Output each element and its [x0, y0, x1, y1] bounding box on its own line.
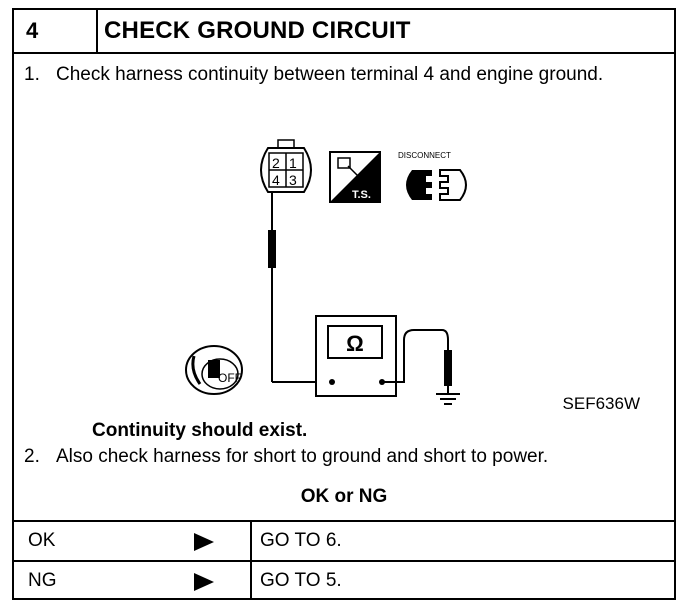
ignition-key-off-icon: OFF: [185, 345, 243, 395]
wiring-diagram: 2 1 4 3 T.S. DISCONNECT: [185, 139, 467, 405]
disconnect-label: DISCONNECT: [398, 151, 451, 160]
harness-connector-icon: 2 1 4 3: [260, 139, 312, 193]
instruction-step-2: 2. Also check harness for short to ground…: [24, 446, 548, 468]
ground-lead: [382, 329, 452, 394]
figure-code: SEF636W: [562, 394, 640, 413]
ohm-symbol: Ω: [346, 331, 364, 356]
result-prompt: OK or NG: [300, 486, 388, 507]
ts-icon: T.S.: [329, 151, 381, 203]
result-condition: OK: [28, 530, 56, 551]
step-title: CHECK GROUND CIRCUIT: [98, 10, 674, 54]
step-1-number: 1.: [24, 64, 40, 85]
terminal-1-label: 1: [289, 155, 297, 171]
disconnect-icon: DISCONNECT: [398, 151, 467, 201]
result-row-ok: OK GO TO 6.: [14, 520, 674, 560]
ts-label: T.S.: [352, 189, 371, 201]
continuity-note: Continuity should exist.: [92, 420, 308, 441]
result-row-ng: NG GO TO 5.: [14, 560, 674, 600]
ignition-off-label: OFF: [218, 371, 242, 385]
terminal-3-label: 3: [289, 172, 297, 188]
arrow-right-icon: [194, 533, 214, 551]
step-2-number: 2.: [24, 446, 40, 467]
instruction-step-1: 1. Check harness continuity between term…: [24, 62, 654, 88]
ohmmeter-icon: Ω: [315, 315, 397, 397]
step-2-text: Also check harness for short to ground a…: [56, 446, 549, 467]
procedure-box: 4 CHECK GROUND CIRCUIT 1. Check harness …: [12, 8, 676, 600]
result-condition: NG: [28, 570, 57, 591]
step-number: 4: [14, 10, 98, 54]
terminal-2-label: 2: [272, 155, 280, 171]
terminal-4-label: 4: [272, 172, 280, 188]
result-action: GO TO 6.: [260, 530, 342, 551]
ground-symbol-icon: [436, 393, 460, 405]
step-1-text: Check harness continuity between termina…: [56, 64, 604, 85]
arrow-right-icon: [194, 573, 214, 591]
result-action: GO TO 5.: [260, 570, 342, 591]
